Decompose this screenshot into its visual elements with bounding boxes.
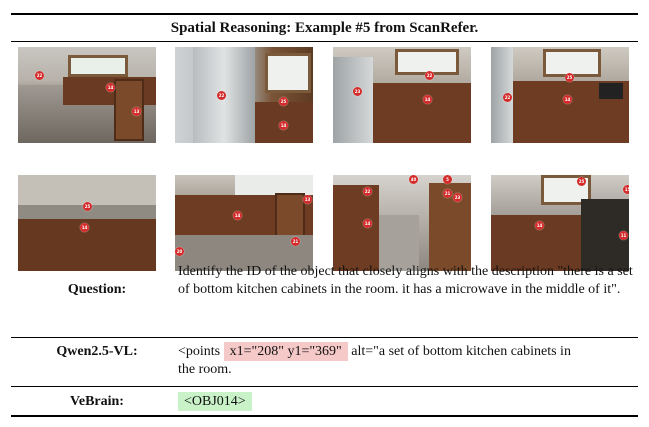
object-marker: 23 bbox=[453, 193, 462, 202]
scene-image-1: 22 14 13 bbox=[18, 47, 156, 143]
object-marker: 22 bbox=[217, 91, 226, 100]
object-marker: 25 bbox=[83, 202, 92, 211]
scene-image-6: 14 13 20 21 bbox=[175, 175, 313, 271]
vebrain-answer-highlight: <OBJ014> bbox=[178, 392, 252, 411]
vebrain-answer: <OBJ014> bbox=[178, 392, 634, 411]
object-marker: 14 bbox=[423, 95, 432, 104]
scene-image-5: 25 14 bbox=[18, 175, 156, 271]
qwen-alt-text-continued: the room. bbox=[178, 362, 232, 377]
object-marker: 23 bbox=[353, 87, 362, 96]
qwen-label: Qwen2.5-VL: bbox=[56, 344, 138, 359]
object-marker: 22 bbox=[503, 93, 512, 102]
object-marker: 25 bbox=[279, 97, 288, 106]
object-marker: 14 bbox=[363, 219, 372, 228]
question-rule bbox=[11, 337, 638, 338]
scene-image-4: 25 22 14 bbox=[491, 47, 629, 143]
object-marker: 14 bbox=[233, 211, 242, 220]
object-marker: 25 bbox=[565, 73, 574, 82]
object-marker: 11 bbox=[619, 231, 628, 240]
scene-image-7: 22 40 21 23 14 5 bbox=[333, 175, 471, 271]
qwen-alt-text: alt="a set of bottom kitchen cabinets in bbox=[351, 344, 571, 359]
object-marker: 14 bbox=[279, 121, 288, 130]
object-marker: 13 bbox=[132, 107, 141, 116]
object-marker: 21 bbox=[291, 237, 300, 246]
object-marker: 14 bbox=[535, 221, 544, 230]
object-marker: 40 bbox=[409, 175, 418, 184]
qwen-answer: <points x1="208" y1="369" alt="a set of … bbox=[178, 342, 634, 379]
object-marker: 13 bbox=[303, 195, 312, 204]
qwen-prefix: <points bbox=[178, 344, 221, 359]
object-marker: 5 bbox=[443, 175, 452, 184]
top-rule bbox=[11, 13, 638, 15]
question-text: Identify the ID of the object that close… bbox=[178, 264, 633, 297]
scene-image-3: 23 22 14 bbox=[333, 47, 471, 143]
figure-title: Spatial Reasoning: Example #5 from ScanR… bbox=[170, 20, 479, 36]
scene-image-2: 22 25 14 bbox=[175, 47, 313, 143]
object-marker: 14 bbox=[563, 95, 572, 104]
title-rule bbox=[11, 41, 638, 42]
bottom-rule bbox=[11, 415, 638, 417]
qwen-coordinates-highlight: x1="208" y1="369" bbox=[223, 342, 348, 361]
scene-image-8: 25 14 11 15 bbox=[491, 175, 629, 271]
qwen-rule bbox=[11, 386, 638, 387]
object-marker: 20 bbox=[175, 247, 184, 256]
vebrain-label: VeBrain: bbox=[70, 394, 124, 409]
question-label: Question: bbox=[67, 282, 127, 297]
object-marker: 15 bbox=[623, 185, 629, 194]
object-marker: 22 bbox=[425, 71, 434, 80]
object-marker: 14 bbox=[80, 223, 89, 232]
object-marker: 25 bbox=[577, 177, 586, 186]
object-marker: 22 bbox=[363, 187, 372, 196]
object-marker: 14 bbox=[106, 83, 115, 92]
object-marker: 22 bbox=[35, 71, 44, 80]
object-marker: 21 bbox=[443, 189, 452, 198]
